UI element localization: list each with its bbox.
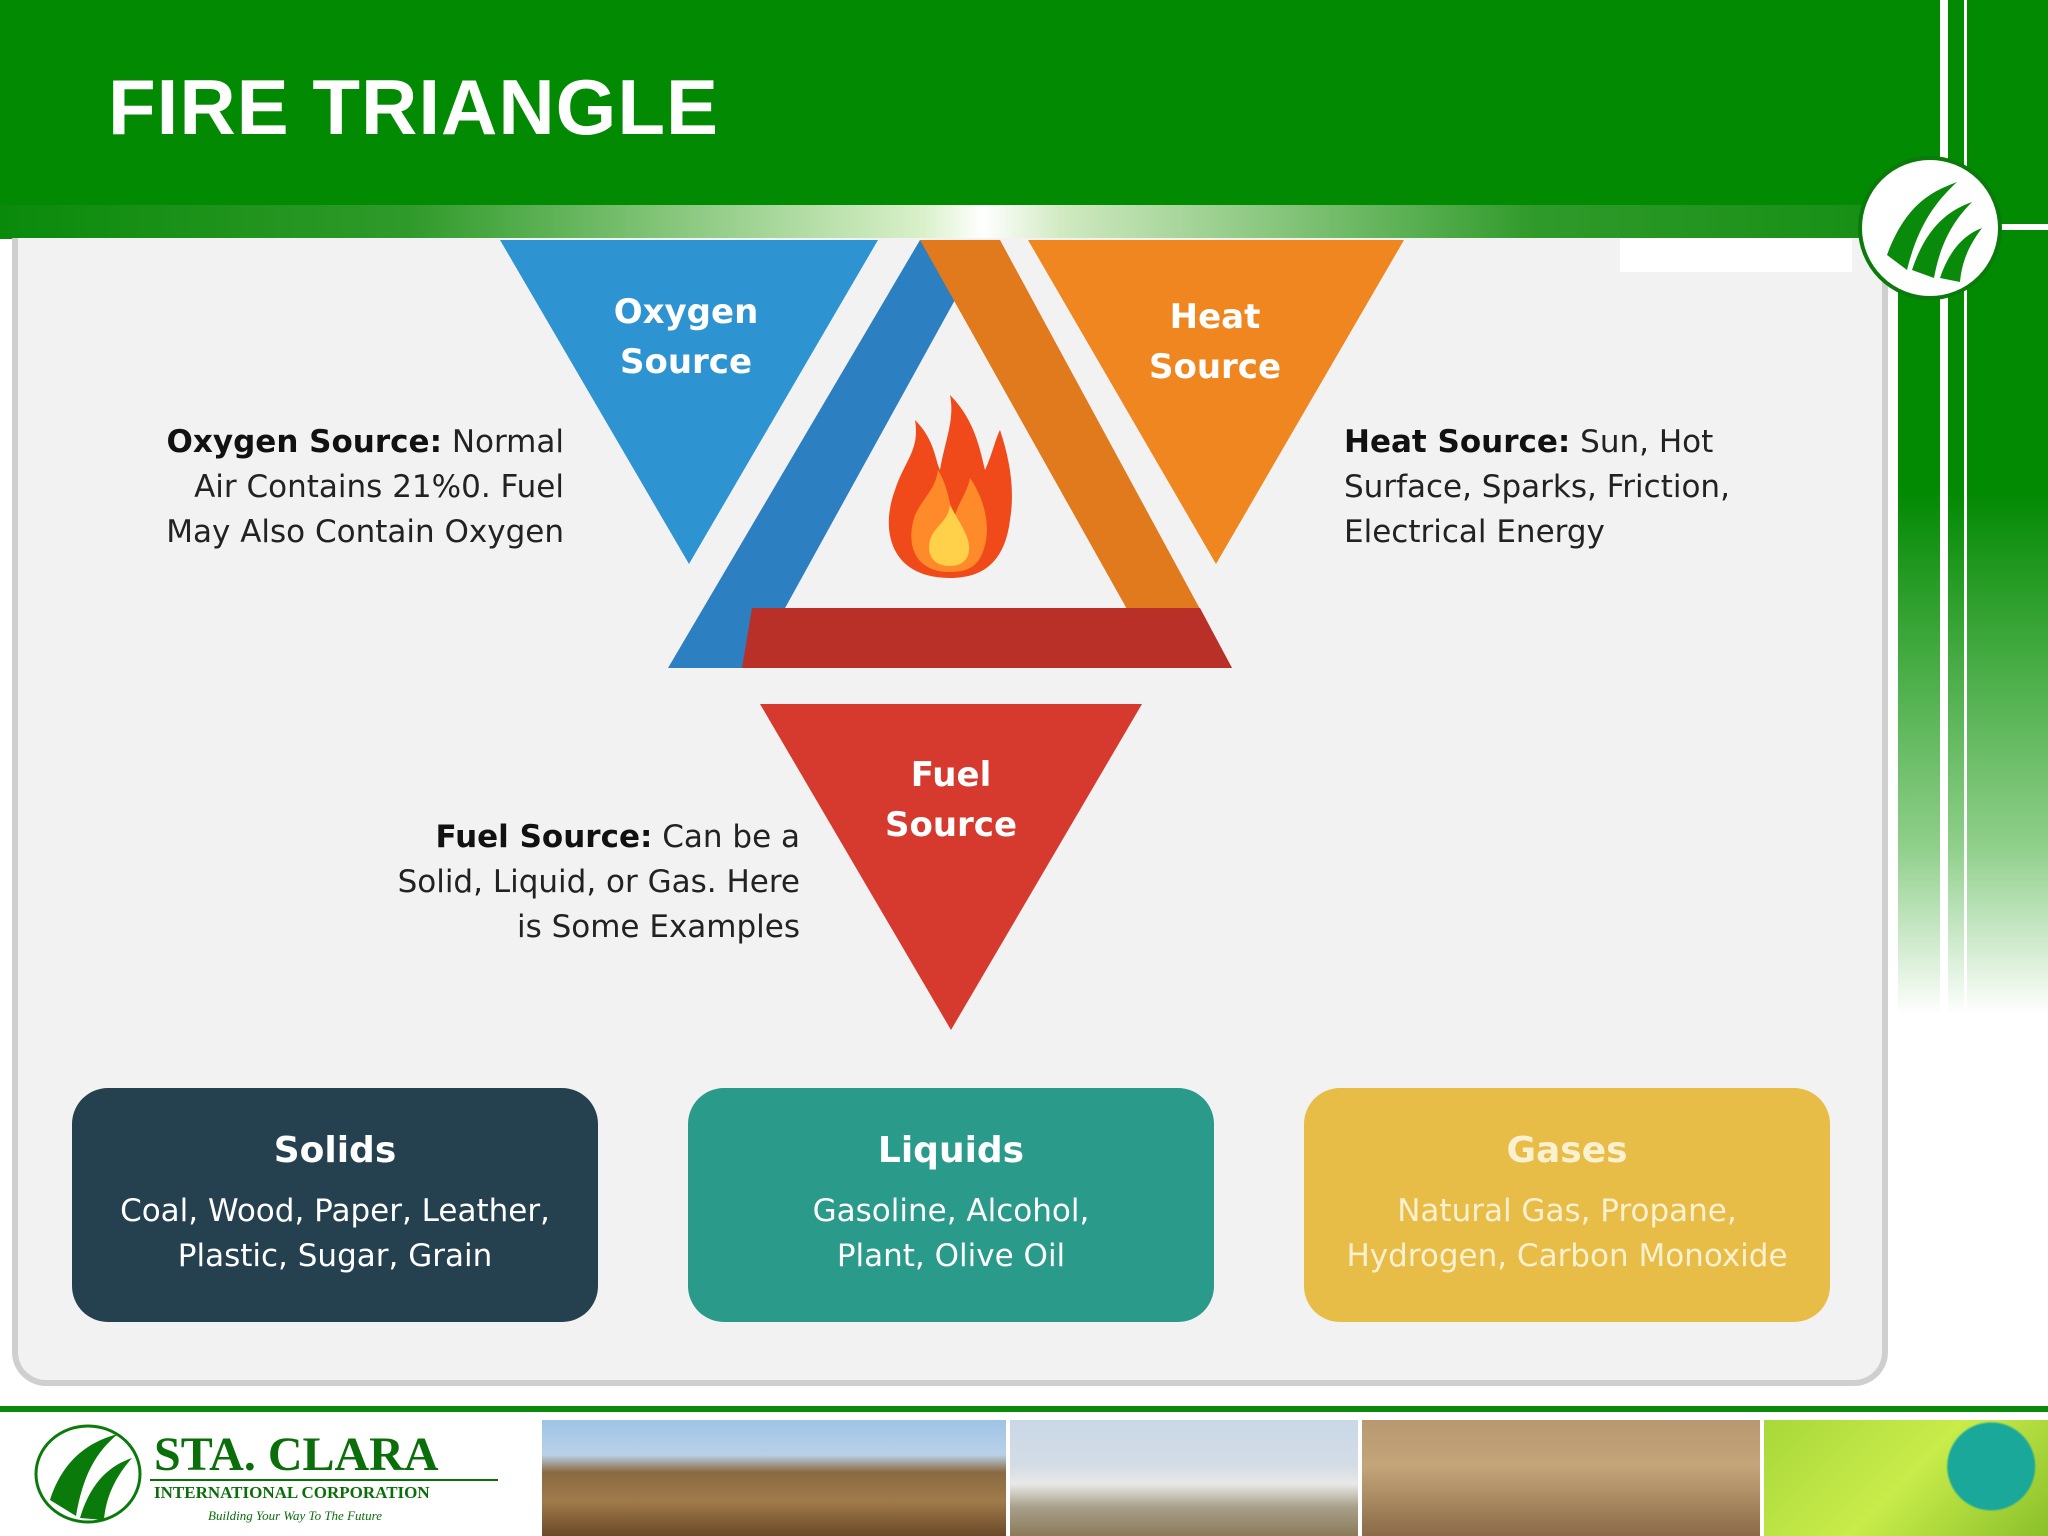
oxygen-description-l3: May Also Contain Oxygen — [166, 514, 564, 550]
heat-description-l1: Sun, Hot — [1570, 424, 1714, 460]
fuel-source-triangle — [760, 704, 1142, 1030]
fuel-label-line1: Fuel — [911, 755, 991, 795]
fuel-description-l3: is Some Examples — [516, 909, 800, 945]
oxygen-label-line1: Oxygen — [614, 292, 759, 332]
slide-title: FIRE TRIANGLE — [108, 63, 719, 151]
triangle-left-side — [668, 240, 988, 668]
solids-line1: Coal, Wood, Paper, Leather, — [120, 1193, 550, 1229]
panel-notch — [1620, 238, 1852, 272]
solids-line2: Plastic, Sugar, Grain — [177, 1238, 493, 1274]
heat-label-line1: Heat — [1170, 297, 1261, 337]
gases-box: Gases Natural Gas, Propane, Hydrogen, Car… — [1304, 1088, 1830, 1322]
fuel-description-l2: Solid, Liquid, or Gas. Here — [397, 864, 800, 900]
gases-line1: Natural Gas, Propane, — [1397, 1193, 1737, 1229]
solids-box: Solids Coal, Wood, Paper, Leather, Plasti… — [72, 1088, 598, 1322]
heat-description-l2: Surface, Sparks, Friction, — [1344, 469, 1730, 505]
header-bar — [0, 0, 2048, 205]
company-tagline: Building Your Way To The Future — [208, 1508, 382, 1523]
oxygen-description-l2: Air Contains 21%0. Fuel — [194, 469, 564, 505]
gases-title: Gases — [1506, 1130, 1628, 1171]
fuel-description: Fuel Source: Can be a Solid, Liquid, or … — [380, 815, 800, 950]
heat-description-l3: Electrical Energy — [1344, 514, 1605, 550]
liquids-box: Liquids Gasoline, Alcohol, Plant, Olive O… — [688, 1088, 1214, 1322]
heat-source-triangle — [1028, 240, 1404, 564]
oxygen-description-head: Oxygen Source: — [166, 424, 442, 460]
triangle-right-side — [920, 240, 1232, 668]
heat-description-head: Heat Source: — [1344, 424, 1571, 460]
construction-photo-2 — [1010, 1420, 1358, 1536]
oxygen-label-line2: Source — [620, 342, 752, 382]
company-name: STA. CLARA — [154, 1428, 439, 1481]
brand-logo-icon — [1858, 156, 2002, 300]
header-gradient-band — [0, 205, 2048, 239]
heat-description: Heat Source: Sun, Hot Surface, Sparks, F… — [1344, 420, 1764, 555]
footer-line — [0, 1406, 2048, 1412]
fire-triangle-diagram: Oxygen Source Heat Source Fuel Source — [500, 240, 1404, 1030]
oxygen-description-l1: Normal — [441, 424, 564, 460]
gases-line2: Hydrogen, Carbon Monoxide — [1346, 1238, 1788, 1274]
decor-line — [1940, 0, 1948, 1410]
triangle-bottom-side — [742, 608, 1232, 668]
fuel-description-l1: Can be a — [652, 819, 800, 855]
construction-photo-3 — [1362, 1420, 1760, 1536]
construction-photo-4 — [1764, 1420, 2048, 1536]
construction-photo-1 — [542, 1420, 1006, 1536]
decor-line — [1964, 0, 1967, 1410]
oxygen-description: Oxygen Source: Normal Air Contains 21%0.… — [150, 420, 564, 555]
company-subtitle: INTERNATIONAL CORPORATION — [154, 1483, 430, 1502]
solids-title: Solids — [273, 1130, 397, 1171]
liquids-line1: Gasoline, Alcohol, — [812, 1193, 1090, 1229]
heat-label-line2: Source — [1149, 347, 1281, 387]
fuel-description-head: Fuel Source: — [435, 819, 653, 855]
fuel-label-line2: Source — [885, 805, 1017, 845]
company-logo: STA. CLARA INTERNATIONAL CORPORATION Bui… — [28, 1420, 498, 1528]
oxygen-source-triangle — [500, 240, 878, 564]
flame-icon — [888, 395, 1012, 578]
liquids-line2: Plant, Olive Oil — [836, 1238, 1066, 1274]
liquids-title: Liquids — [877, 1130, 1025, 1171]
